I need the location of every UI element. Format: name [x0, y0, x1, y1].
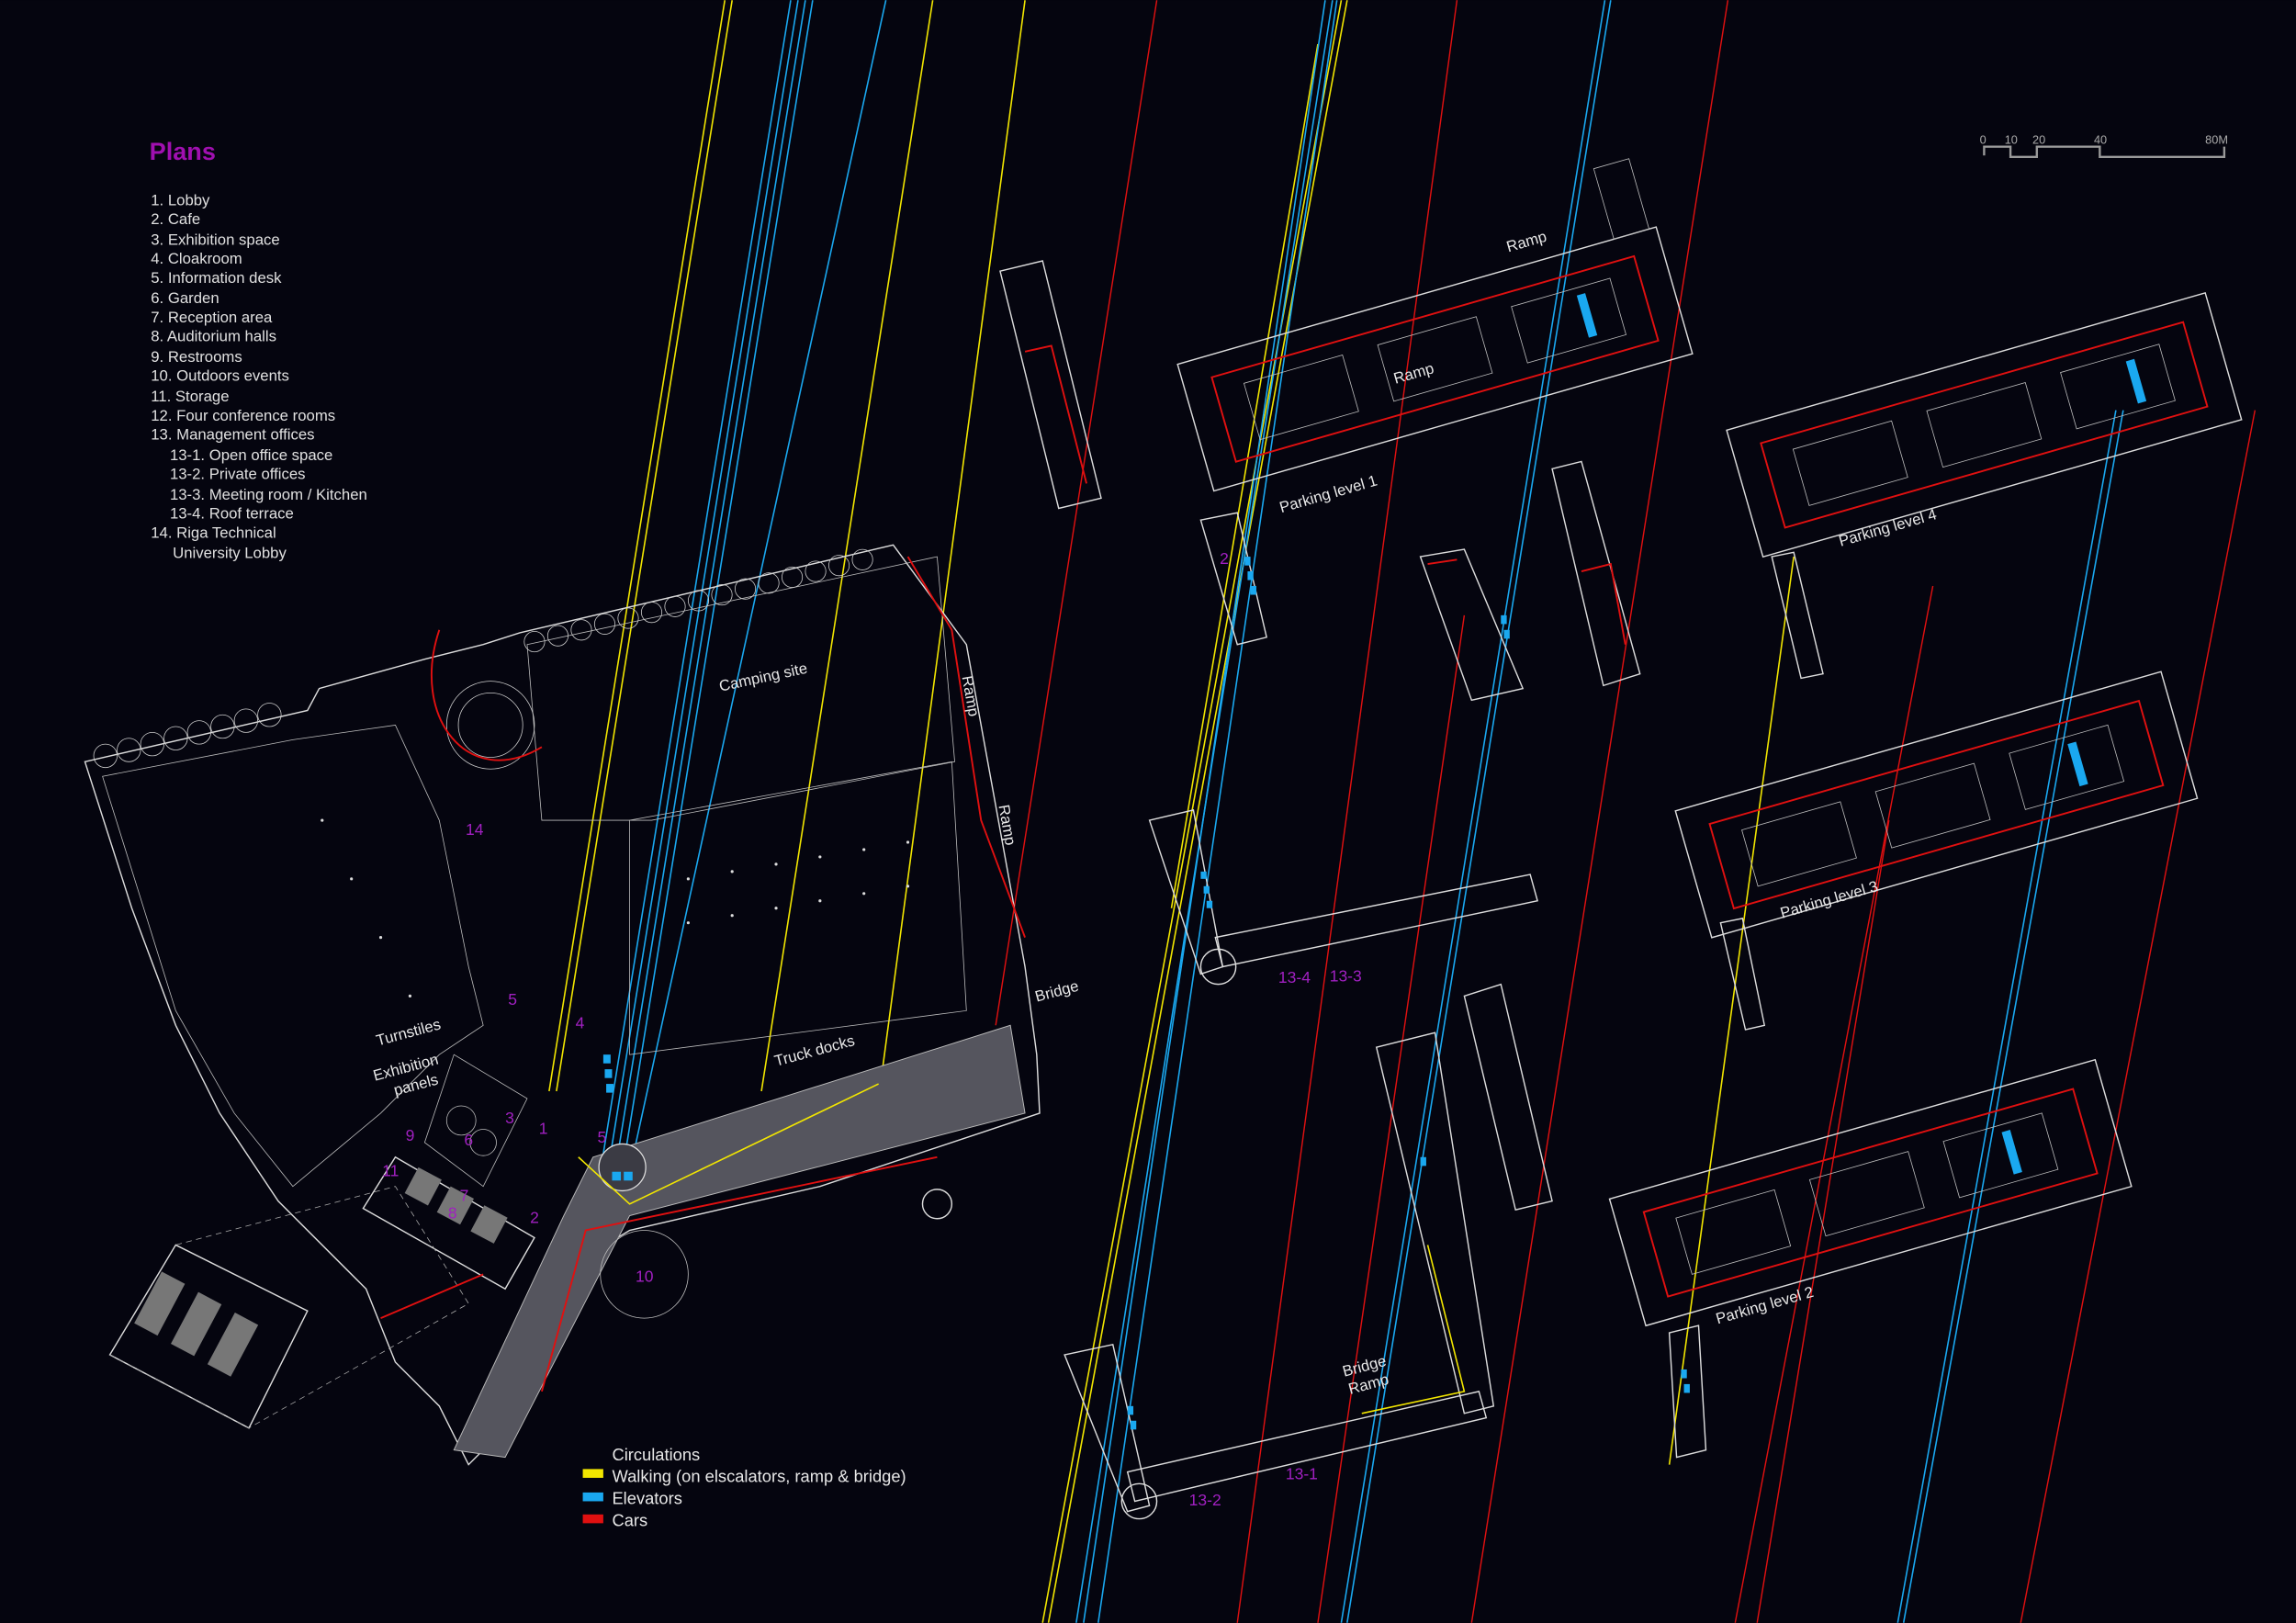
room-number: 10 [636, 1267, 654, 1285]
cars-swatch [582, 1514, 603, 1524]
room-legend: 1. Lobby 2. Cafe 3. Exhibition space 4. … [151, 191, 367, 561]
ramp-tower [999, 260, 1102, 510]
room-number: 11 [382, 1162, 399, 1180]
room-number: 7 [460, 1187, 469, 1205]
parking-level-3 [1674, 671, 2199, 939]
legend-item: 8. Auditorium halls [151, 328, 276, 345]
parking-level-2 [1608, 1058, 2133, 1327]
legend-item: 3. Exhibition space [151, 231, 279, 248]
parking-level-4 [1726, 292, 2243, 558]
room-number: 3 [505, 1109, 514, 1127]
circulation-lines [548, 0, 2257, 1623]
legend-item: 13. Management offices [151, 426, 314, 444]
parking-level-1 [1176, 158, 1694, 492]
legend-item: 13-3. Meeting room / Kitchen [170, 486, 367, 503]
legend-item: 6. Garden [151, 289, 219, 307]
legend-item: 7. Reception area [151, 309, 273, 326]
cafe-core [1199, 512, 1824, 1031]
circulations-legend: Circulations Walking (on elscalators, ra… [582, 1445, 906, 1530]
legend-item: 10. Outdoors events [151, 367, 289, 385]
legend-item: 9. Restrooms [151, 348, 242, 366]
office-label: 13-3 [1330, 966, 1362, 985]
legend-item: 5. Information desk [151, 269, 282, 287]
room-number: 8 [448, 1204, 457, 1223]
room-number: 5 [508, 990, 517, 1009]
legend-item: 13-4. Roof terrace [170, 505, 294, 523]
office-label: 13-4 [1278, 968, 1311, 986]
circulations-title: Circulations [612, 1445, 700, 1464]
legend-item: 13-1. Open office space [170, 446, 332, 464]
room-number: 4 [576, 1013, 585, 1031]
room-number: 1 [539, 1119, 548, 1137]
legend-item: University Lobby [173, 545, 287, 562]
office-label: 13-1 [1286, 1465, 1318, 1483]
legend-item: 11. Storage [151, 388, 229, 405]
room-number: 5 [598, 1128, 607, 1146]
walking-swatch [582, 1469, 603, 1478]
office-floor-upper [1148, 460, 1641, 986]
office-label: 13-2 [1189, 1491, 1221, 1509]
room-number: 2 [530, 1209, 539, 1227]
room-number: 14 [466, 820, 484, 839]
plans-title: Plans [150, 137, 216, 165]
legend-cars: Cars [612, 1511, 647, 1530]
scale-tick: 80M [2205, 132, 2228, 146]
legend-walking: Walking (on elscalators, ramp & bridge) [612, 1467, 906, 1486]
scale-tick: 20 [2032, 132, 2045, 146]
scale-tick: 10 [2005, 132, 2018, 146]
office-floor-lower [1064, 983, 1707, 1520]
legend-item: 4. Cloakroom [151, 250, 242, 267]
room-number: 6 [464, 1131, 473, 1149]
scale-bar: 0 10 20 40 80M [1980, 132, 2228, 159]
scale-tick: 40 [2094, 132, 2107, 146]
legend-item: 13-2. Private offices [170, 466, 306, 483]
legend-item: 12. Four conference rooms [151, 407, 335, 424]
elevators-swatch [582, 1492, 603, 1502]
room-number: 2 [1220, 549, 1229, 568]
scale-tick: 0 [1980, 132, 1986, 146]
legend-elevators: Elevators [612, 1489, 681, 1508]
legend-item: 2. Cafe [151, 210, 200, 228]
legend-item: 14. Riga Technical [151, 524, 276, 541]
legend-item: 1. Lobby [151, 191, 210, 209]
room-number: 9 [406, 1126, 415, 1144]
